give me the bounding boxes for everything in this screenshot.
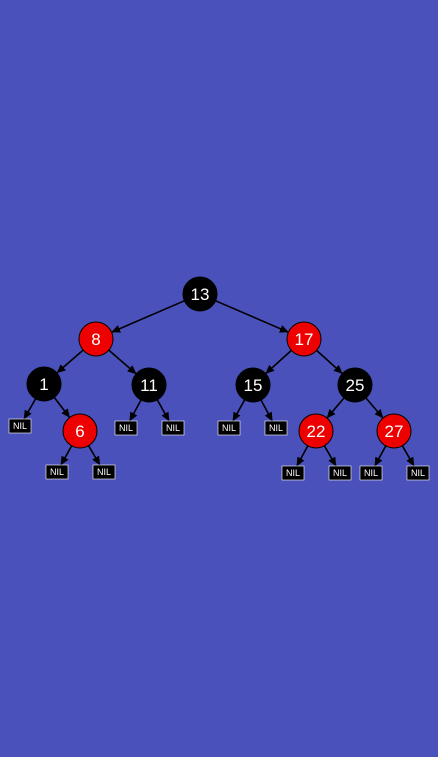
nil-box <box>45 464 69 480</box>
red-node-8: 8 <box>78 321 114 357</box>
nil-box <box>359 465 383 481</box>
nil-label: NIL <box>411 468 425 478</box>
nil-leaf: NIL <box>281 465 305 481</box>
node-circle <box>62 413 98 449</box>
nil-leaf: NIL <box>8 418 32 434</box>
nil-label: NIL <box>222 423 236 433</box>
nil-leaf: NIL <box>328 465 352 481</box>
red-node-17: 17 <box>286 321 322 357</box>
nil-label: NIL <box>364 468 378 478</box>
node-label: 22 <box>307 422 326 441</box>
edge-n15-nil5 <box>260 399 274 422</box>
nil-box <box>264 420 288 436</box>
node-label: 11 <box>140 376 158 395</box>
node-circle <box>182 276 218 312</box>
node-circle <box>131 367 167 403</box>
nil-box <box>8 418 32 434</box>
edge-n17-n15 <box>265 349 292 375</box>
edge-n25-n22 <box>326 397 345 419</box>
nil-label: NIL <box>166 423 180 433</box>
nil-box <box>92 464 116 480</box>
nil-leaf: NIL <box>114 420 138 436</box>
edge-n6-nil7 <box>87 445 101 466</box>
nil-label: NIL <box>269 423 283 433</box>
edge-n1-nil1 <box>23 398 37 420</box>
red-node-27: 27 <box>376 413 412 449</box>
black-node-13: 13 <box>182 276 218 312</box>
nil-box <box>406 465 430 481</box>
nil-leaf: NIL <box>92 464 116 480</box>
edge-n15-nil4 <box>232 399 246 422</box>
edge-n13-n17 <box>215 300 289 333</box>
nil-label: NIL <box>97 467 111 477</box>
red-node-6: 6 <box>62 413 98 449</box>
edge-n27-nil10 <box>374 445 387 467</box>
nil-box <box>217 420 241 436</box>
edge-n25-n27 <box>365 397 384 419</box>
node-circle <box>376 413 412 449</box>
node-label: 25 <box>346 376 365 395</box>
node-label: 1 <box>39 375 48 394</box>
edge-n6-nil6 <box>60 445 73 466</box>
edge-n1-n6 <box>53 397 71 418</box>
nil-leaf: NIL <box>359 465 383 481</box>
node-circle <box>78 321 114 357</box>
edge-n17-n25 <box>316 349 343 375</box>
edge-n13-n8 <box>111 300 185 333</box>
nil-leaf: NIL <box>406 465 430 481</box>
nil-label: NIL <box>50 467 64 477</box>
nil-leaf: NIL <box>217 420 241 436</box>
node-circle <box>298 413 334 449</box>
node-circle <box>26 366 62 402</box>
node-circle <box>337 367 373 403</box>
edge-n27-nil11 <box>401 445 415 467</box>
nil-label: NIL <box>13 421 27 431</box>
edge-n8-n1 <box>56 349 84 374</box>
node-label: 8 <box>91 330 100 349</box>
nil-leaf: NIL <box>264 420 288 436</box>
tree-edges <box>23 300 415 467</box>
node-label: 17 <box>295 330 314 349</box>
node-label: 13 <box>191 285 210 304</box>
nil-box <box>114 420 138 436</box>
nil-leaf: NIL <box>161 420 185 436</box>
node-label: 27 <box>385 422 404 441</box>
nil-box <box>161 420 185 436</box>
edge-n11-nil3 <box>156 399 170 422</box>
nil-label: NIL <box>286 468 300 478</box>
black-node-25: 25 <box>337 367 373 403</box>
nil-leaf: NIL <box>45 464 69 480</box>
black-node-15: 15 <box>235 367 271 403</box>
edge-n22-nil8 <box>296 445 309 467</box>
nil-label: NIL <box>119 423 133 433</box>
red-node-22: 22 <box>298 413 334 449</box>
node-label: 6 <box>75 422 84 441</box>
nil-label: NIL <box>333 468 347 478</box>
edge-n11-nil2 <box>128 399 142 422</box>
node-circle <box>286 321 322 357</box>
black-node-1: 1 <box>26 366 62 402</box>
edge-n8-n11 <box>108 349 137 375</box>
node-label: 15 <box>244 376 263 395</box>
black-node-11: 11 <box>131 367 167 403</box>
node-circle <box>235 367 271 403</box>
nil-box <box>328 465 352 481</box>
edge-n22-nil9 <box>323 445 337 467</box>
nil-box <box>281 465 305 481</box>
